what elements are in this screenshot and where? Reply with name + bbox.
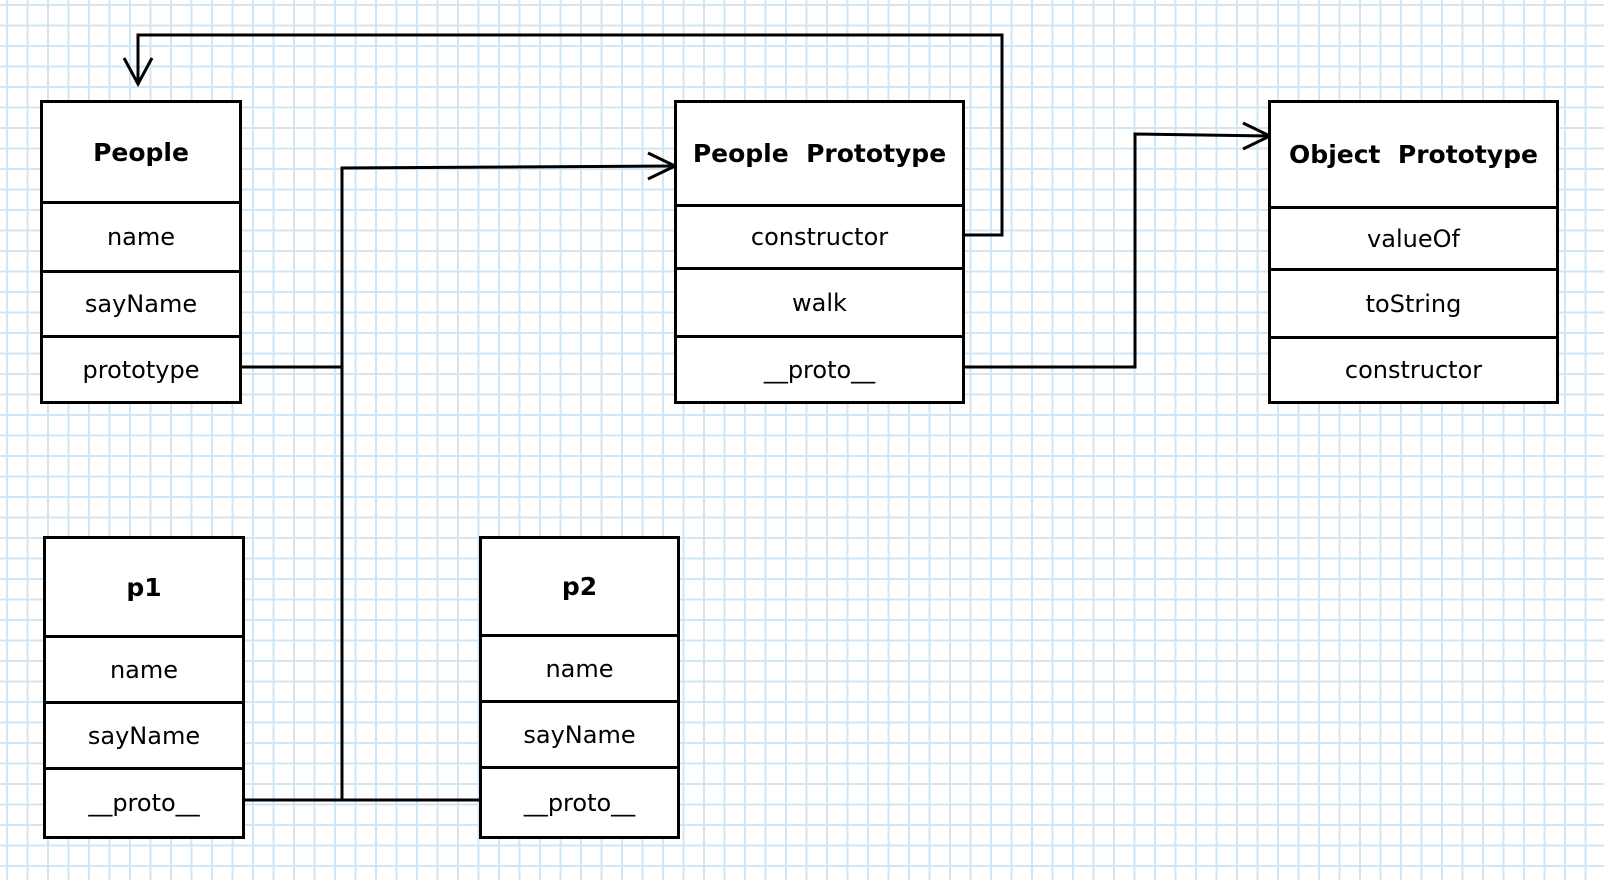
connector-to-object-prototype (936, 132, 1271, 369)
people-field-name: name (43, 204, 239, 273)
people-prototype-field-walk: walk (677, 270, 962, 338)
arrowhead-people (122, 57, 154, 88)
p2-field-sayname: sayName (482, 703, 677, 769)
p2-box: p2 name sayName __proto__ (479, 536, 680, 839)
people-prototype-field-constructor: constructor (677, 207, 962, 270)
p1-field-sayname: sayName (46, 704, 242, 770)
p1-field-proto: __proto__ (88, 789, 200, 817)
object-prototype-box: Object Prototype valueOf toString constr… (1268, 100, 1559, 404)
people-prototype-title: People Prototype (677, 103, 962, 207)
people-box: People name sayName prototype (40, 100, 242, 404)
connector-constructor-to-people (136, 33, 1004, 237)
people-prototype-box: People Prototype constructor walk __prot… (674, 100, 965, 404)
people-field-sayname: sayName (43, 273, 239, 338)
p1-box: p1 name sayName __proto__ (43, 536, 245, 839)
connector-to-people-prototype (340, 164, 676, 800)
object-prototype-field-valueof: valueOf (1271, 209, 1556, 271)
p1-field-name: name (46, 638, 242, 704)
object-prototype-title: Object Prototype (1271, 103, 1556, 209)
people-prototype-field-proto: __proto__ (763, 355, 876, 384)
people-field-prototype: prototype (82, 355, 200, 384)
people-title: People (43, 103, 239, 204)
p2-field-name: name (482, 637, 677, 703)
p1-title: p1 (46, 539, 242, 638)
object-prototype-field-tostring: toString (1271, 271, 1556, 339)
p2-field-proto: __proto__ (523, 788, 636, 817)
p2-title: p2 (482, 539, 677, 637)
object-prototype-field-constructor: constructor (1344, 356, 1483, 384)
